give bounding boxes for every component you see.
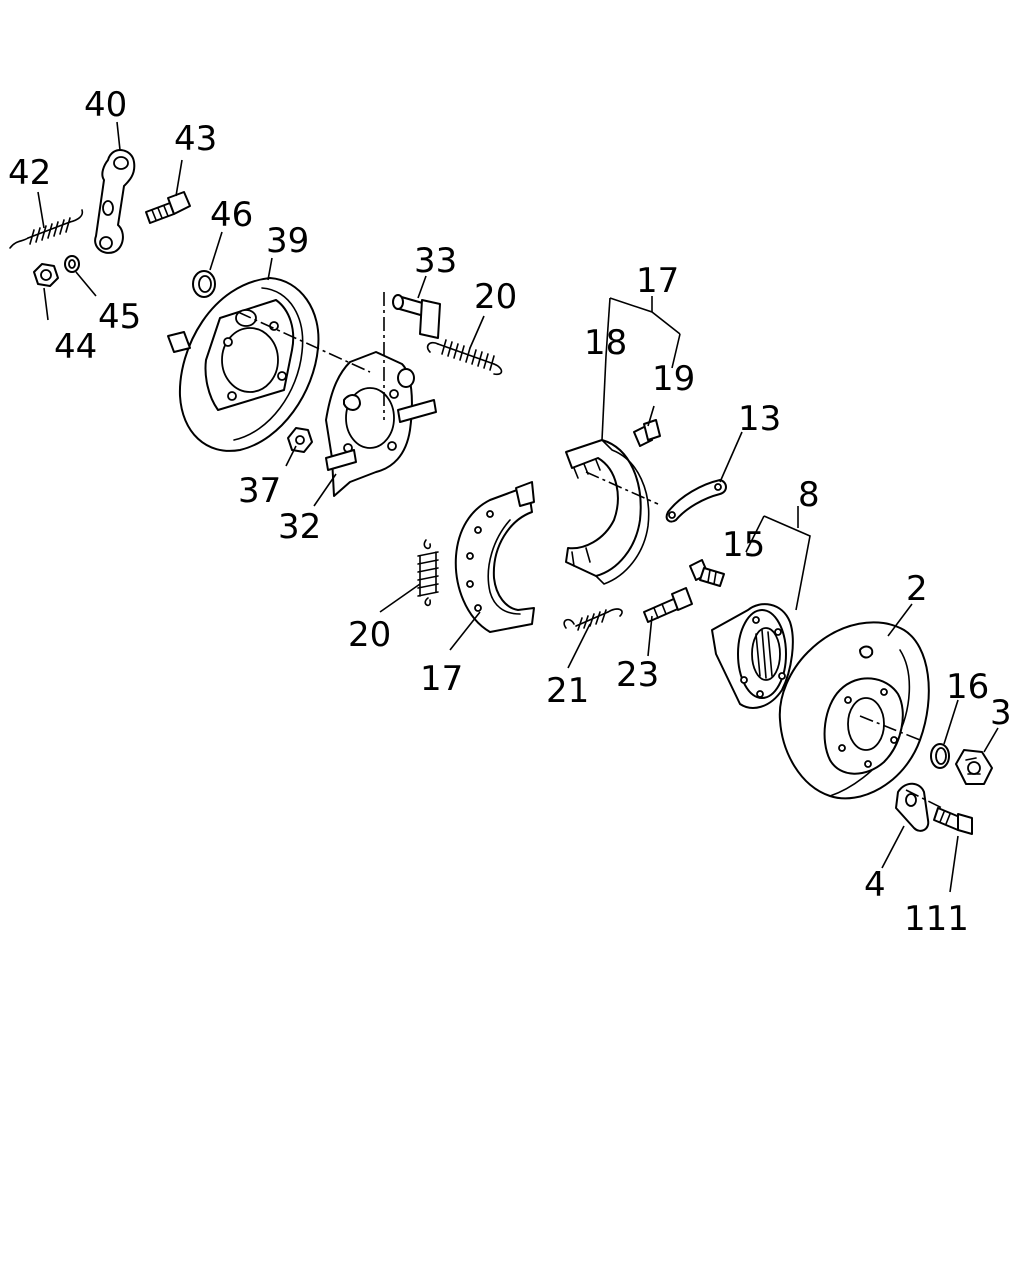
callout-15: 15 (722, 525, 765, 565)
callout-43: 43 (174, 119, 217, 159)
part-111-bolt[interactable] (933, 807, 973, 835)
assembly-center-lines (237, 292, 943, 809)
callout-23: 23 (616, 655, 659, 695)
callout-46: 46 (210, 195, 253, 235)
callout-20-upper: 20 (474, 277, 517, 317)
part-16-o-ring[interactable] (930, 743, 950, 769)
part-19-pin[interactable] (633, 419, 661, 447)
callout-111: 111 (904, 899, 969, 939)
part-18-brake-shoe[interactable] (565, 439, 650, 585)
part-4-clip[interactable] (895, 782, 930, 832)
part-8-hub-flange[interactable] (711, 603, 794, 709)
callout-21: 21 (546, 671, 589, 711)
part-20-upper-spring[interactable] (426, 339, 503, 376)
callout-44: 44 (54, 327, 97, 367)
part-15-bolt[interactable] (689, 559, 725, 587)
part-44-nut[interactable] (33, 263, 59, 287)
part-21-spring[interactable] (563, 608, 623, 631)
part-42-spring[interactable] (9, 209, 84, 249)
part-40-lever-arm[interactable] (94, 149, 136, 254)
part-20-lower-spring[interactable] (417, 539, 439, 607)
part-39-backing-dish[interactable] (167, 277, 320, 452)
callout-3: 3 (990, 693, 1012, 733)
part-2-brake-drum[interactable] (778, 621, 930, 800)
leader-lines (37, 121, 999, 893)
callout-45: 45 (98, 297, 141, 337)
part-17-brake-lining[interactable] (454, 481, 535, 633)
part-37-nut[interactable] (287, 427, 313, 453)
callout-17-lower: 17 (420, 659, 463, 699)
part-23-stud[interactable] (643, 587, 693, 623)
part-13-link[interactable] (665, 479, 727, 523)
part-46-seal-ring[interactable] (192, 270, 216, 298)
bracket-17 (605, 296, 681, 369)
callout-2: 2 (906, 569, 928, 609)
part-45-washer[interactable] (64, 255, 80, 273)
callout-20-lower: 20 (348, 615, 391, 655)
callout-17-upper: 17 (636, 261, 679, 301)
part-32-backing-plate[interactable] (325, 351, 437, 497)
part-43-bolt[interactable] (145, 191, 191, 224)
callout-13: 13 (738, 399, 781, 439)
callout-8: 8 (798, 475, 820, 515)
callout-33: 33 (414, 241, 457, 281)
callout-39: 39 (266, 221, 309, 261)
bracket-8 (745, 506, 811, 611)
part-33-pin[interactable] (392, 294, 441, 339)
callout-18: 18 (584, 323, 627, 363)
callout-4: 4 (864, 865, 886, 905)
callout-42: 42 (8, 153, 51, 193)
callout-32: 32 (278, 507, 321, 547)
callout-37: 37 (238, 471, 281, 511)
callout-16: 16 (946, 667, 989, 707)
callout-labels: 40 43 42 46 39 33 20 17 45 44 18 19 13 3… (8, 85, 1012, 939)
callout-19: 19 (652, 359, 695, 399)
part-3-nut[interactable] (955, 749, 993, 785)
callout-40: 40 (84, 85, 127, 125)
